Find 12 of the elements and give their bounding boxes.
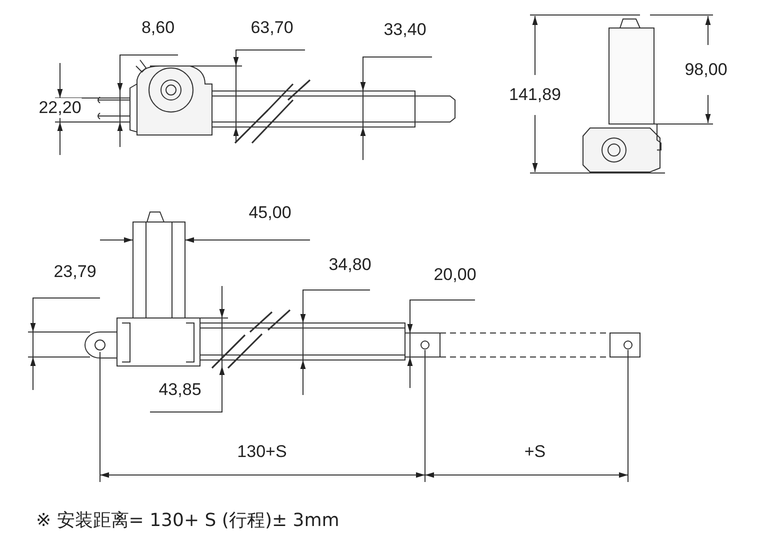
dimension-label: 34,80 [328, 255, 372, 275]
dimension-label: 43,85 [158, 380, 202, 400]
note-text: ※ 安装距离= 130+ S (行程)± 3mm [36, 509, 340, 532]
dimension-label: 98,00 [684, 60, 728, 80]
dimension-label: 22,20 [38, 98, 82, 118]
dimension-label: 33,40 [384, 20, 426, 40]
dimension-label: 141,89 [509, 85, 561, 105]
dimension-label: 8,60 [141, 18, 175, 38]
dimension-label: 63,70 [250, 18, 294, 38]
dimension-label: 45,00 [248, 203, 292, 223]
dimension-label: 20,00 [434, 265, 476, 285]
dimension-label: 23,79 [54, 262, 96, 282]
